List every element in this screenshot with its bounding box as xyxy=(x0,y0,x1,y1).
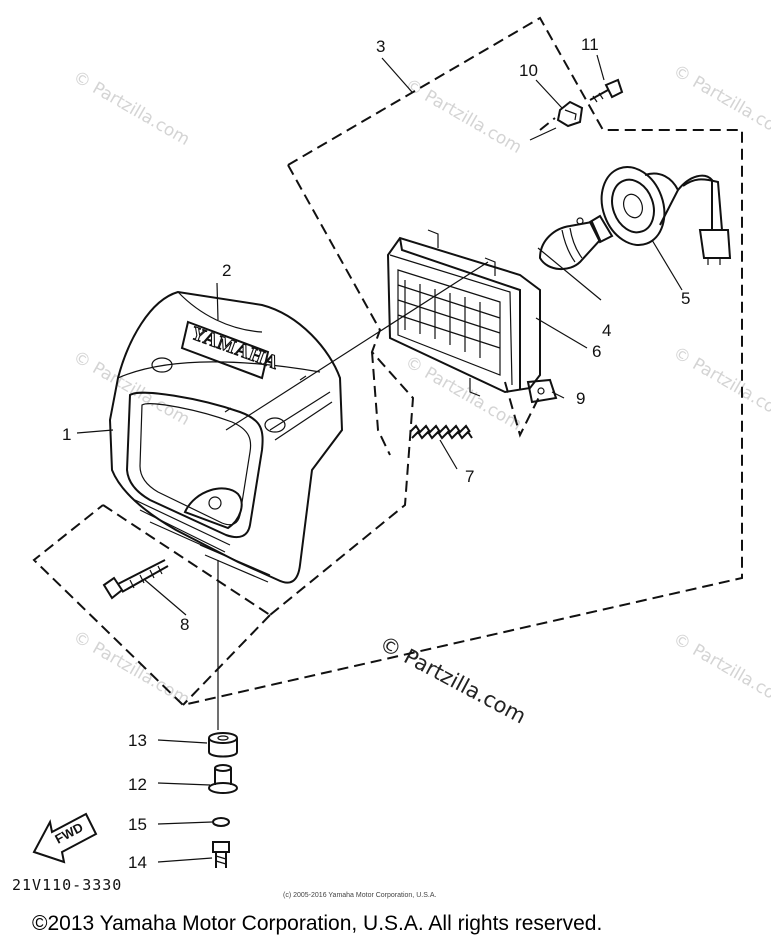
callout-numbers: 1 2 3 4 5 6 7 8 9 10 11 12 13 14 15 xyxy=(62,35,690,872)
watermark: © Partzilla.com xyxy=(70,347,194,430)
callout-12: 12 xyxy=(128,775,147,794)
yamaha-emblem-text: YAMAHA xyxy=(188,323,282,374)
small-copyright: (c) 2005-2016 Yamaha Motor Corporation, … xyxy=(283,892,436,899)
bulb-socket xyxy=(600,166,732,265)
watermark: © Partzilla.com xyxy=(670,629,771,712)
watermark: © Partzilla.com xyxy=(70,67,194,150)
callout-6: 6 xyxy=(592,342,601,361)
callout-9: 9 xyxy=(576,389,585,408)
fwd-arrow: FWD xyxy=(32,812,98,864)
callout-1: 1 xyxy=(62,425,71,444)
watermark: © Partzilla.com xyxy=(670,343,771,426)
washer-15 xyxy=(212,817,230,827)
callout-7: 7 xyxy=(465,467,474,486)
collar-12 xyxy=(208,764,238,794)
watermark-layer: © Partzilla.com © Partzilla.com © Partzi… xyxy=(70,61,771,728)
grommet-13 xyxy=(208,732,238,758)
footer-copyright: ©2013 Yamaha Motor Corporation, U.S.A. A… xyxy=(32,912,602,935)
callout-8: 8 xyxy=(180,615,189,634)
headlight-housing: YAMAHA xyxy=(108,290,344,584)
sealed-beam-unit xyxy=(386,229,541,397)
callout-2: 2 xyxy=(222,261,231,280)
callout-11: 11 xyxy=(581,35,599,54)
bolt-8 xyxy=(102,559,169,600)
screw-11 xyxy=(589,78,624,103)
callout-5: 5 xyxy=(681,289,690,308)
leader-lines xyxy=(76,54,683,863)
clip-9 xyxy=(526,378,558,404)
callout-15: 15 xyxy=(128,815,147,834)
nut-10 xyxy=(556,100,584,128)
callout-13: 13 xyxy=(128,731,147,750)
callout-14: 14 xyxy=(128,853,147,872)
adjusting-spring-7 xyxy=(409,424,473,440)
watermark: © Partzilla.com xyxy=(670,61,771,144)
callout-4: 4 xyxy=(602,321,611,340)
callout-3: 3 xyxy=(376,37,385,56)
callout-10: 10 xyxy=(519,61,538,80)
screw-14 xyxy=(212,841,230,868)
assembly-outline xyxy=(32,16,743,707)
diagram-code: 21V110-3330 xyxy=(12,876,122,894)
headlight-bulb xyxy=(538,214,614,270)
center-watermark: © Partzilla.com xyxy=(376,631,530,728)
watermark: © Partzilla.com xyxy=(402,352,526,435)
